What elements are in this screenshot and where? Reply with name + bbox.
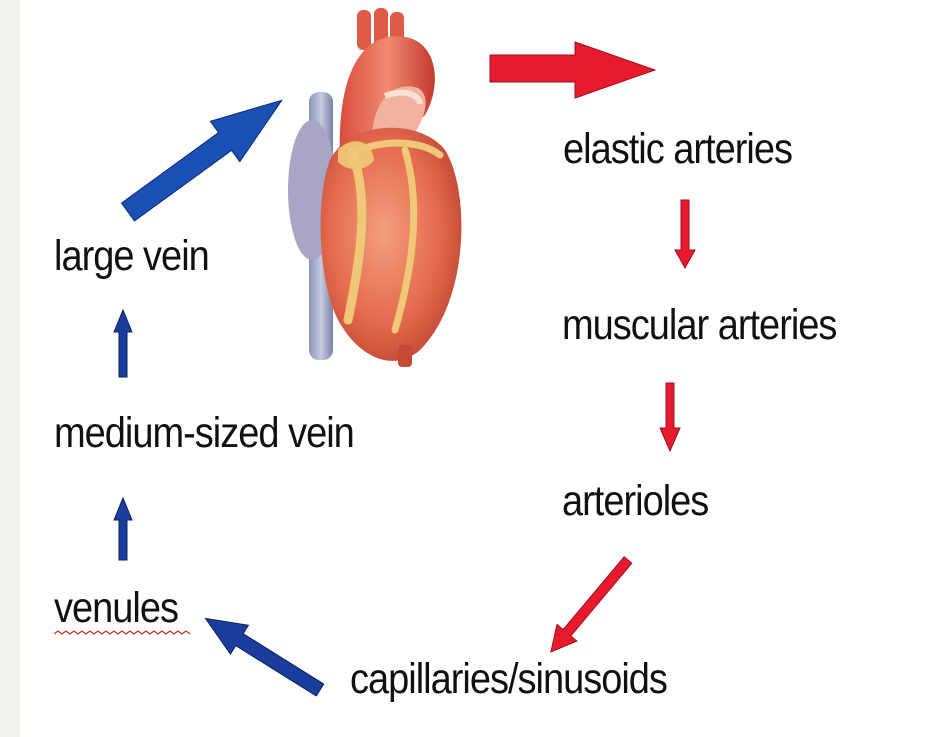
arrow-muscular-to-arterioles bbox=[660, 383, 680, 451]
arrow-heart-to-elastic-arteries bbox=[490, 42, 655, 98]
label-muscular-arteries: muscular arteries bbox=[562, 302, 836, 350]
arrow-elastic-to-muscular bbox=[675, 200, 695, 268]
arrow-medium-to-large-vein bbox=[114, 310, 132, 377]
label-arterioles: arterioles bbox=[562, 478, 708, 526]
label-large-vein: large vein bbox=[54, 233, 209, 281]
arrow-venules-to-medium-vein bbox=[114, 498, 132, 560]
label-medium-sized-vein: medium-sized vein bbox=[54, 410, 354, 458]
arrow-large-vein-to-heart bbox=[113, 80, 296, 232]
spellcheck-underline bbox=[54, 630, 194, 638]
arrow-capillaries-to-venules bbox=[197, 604, 330, 704]
label-capillaries-sinusoids: capillaries/sinusoids bbox=[350, 656, 667, 704]
arrow-arterioles-to-capillaries bbox=[541, 552, 638, 661]
heart-icon bbox=[288, 8, 461, 367]
label-elastic-arteries: elastic arteries bbox=[563, 126, 792, 174]
label-venules: venules bbox=[54, 585, 178, 633]
